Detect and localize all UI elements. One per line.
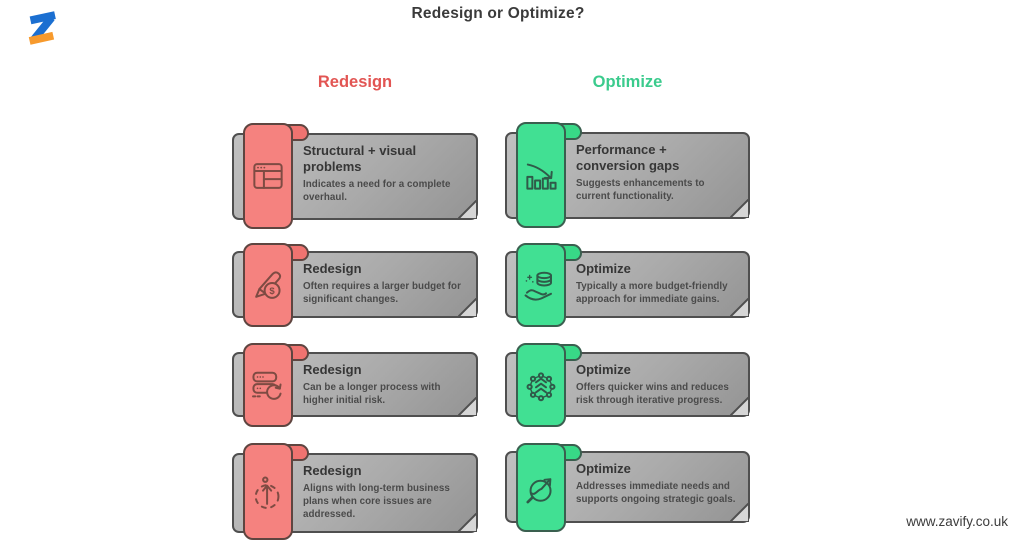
ribbon-tab (243, 443, 293, 540)
card-title: Performance + conversion gaps (576, 142, 680, 173)
browser-window-icon (253, 163, 283, 189)
pencil-budget-icon: $ (255, 271, 282, 299)
card-optimize-strategic: Optimize Addresses immediate needs and s… (505, 443, 750, 532)
card-description: Often requires a larger budget for signi… (303, 280, 461, 305)
ribbon-tab (243, 343, 293, 427)
card-description: Suggests enhancements to current functio… (576, 177, 705, 202)
ribbon-tab (516, 443, 566, 532)
page-fold-corner (458, 397, 477, 416)
page-fold-corner (458, 200, 477, 219)
column-header-optimize: Optimize (592, 73, 663, 91)
card-optimize-iterative: Optimize Offers quicker wins and reduces… (505, 343, 750, 427)
server-refresh-icon (252, 371, 282, 400)
ribbon-tab (243, 123, 293, 229)
column-header-redesign: Redesign (317, 73, 393, 91)
card-title: Redesign (303, 463, 362, 478)
chart-decline-icon (526, 163, 557, 190)
card-redesign-budget: Redesign Often requires a larger budget … (232, 243, 478, 327)
card-body: Performance + conversion gaps Suggests e… (505, 132, 750, 219)
page-fold-corner (730, 298, 749, 317)
card-description: Offers quicker wins and reduces risk thr… (576, 381, 729, 406)
optimize-column: Performance + conversion gaps Suggests e… (505, 0, 750, 538)
card-description: Addresses immediate needs and supports o… (576, 480, 736, 505)
ribbon-tab (516, 122, 566, 228)
card-performance-gaps: Performance + conversion gaps Suggests e… (505, 122, 750, 228)
ribbon-tab (516, 343, 566, 427)
card-body: Structural + visual problems Indicates a… (232, 133, 478, 220)
card-description: Indicates a need for a complete overhaul… (303, 178, 451, 203)
card-optimize-budget: Optimize Typically a more budget-friendl… (505, 243, 750, 327)
page-fold-corner (730, 503, 749, 522)
network-nodes-icon (526, 372, 556, 402)
card-redesign-longterm: Redesign Aligns with long-term business … (232, 443, 478, 540)
coins-hand-icon (524, 271, 552, 301)
card-title: Optimize (576, 261, 631, 276)
card-title: Redesign (303, 362, 362, 377)
page-title: Redesign or Optimize? (411, 5, 585, 22)
card-description: Aligns with long-term business plans whe… (303, 482, 450, 520)
growth-path-icon (254, 476, 280, 509)
redesign-column: Structural + visual problems Indicates a… (232, 0, 478, 540)
card-description: Can be a longer process with higher init… (303, 381, 441, 406)
ribbon-tab: $ (243, 243, 293, 327)
card-structural-visual-problems: Structural + visual problems Indicates a… (232, 123, 478, 229)
page-fold-corner (730, 397, 749, 416)
card-description: Typically a more budget-friendly approac… (576, 280, 728, 305)
svg-text:$: $ (269, 286, 275, 297)
search-growth-icon (526, 477, 552, 503)
ribbon-tab (516, 243, 566, 327)
page-fold-corner (730, 199, 749, 218)
card-title: Structural + visual problems (303, 143, 417, 174)
page-fold-corner (458, 298, 477, 317)
page-fold-corner (458, 513, 477, 532)
zavify-z-logo (28, 11, 56, 45)
card-redesign-process: Redesign Can be a longer process with hi… (232, 343, 478, 427)
card-title: Optimize (576, 362, 631, 377)
card-title: Optimize (576, 461, 631, 476)
card-title: Redesign (303, 261, 362, 276)
website-url: www.zavify.co.uk (906, 514, 1008, 529)
